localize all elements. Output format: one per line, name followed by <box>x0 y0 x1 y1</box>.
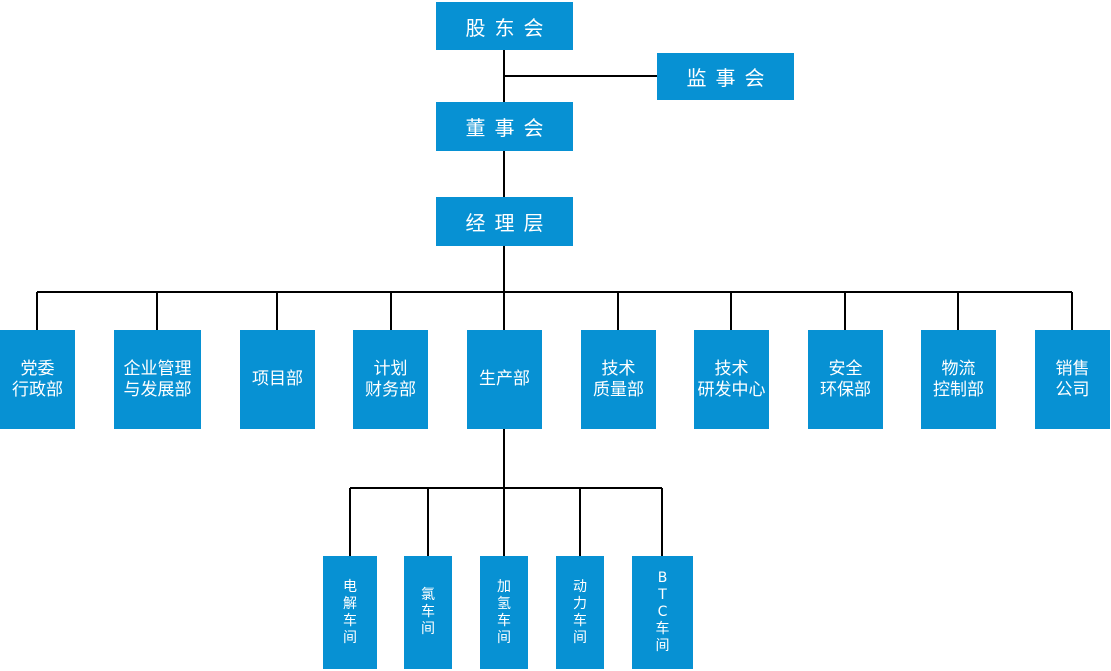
workshop-box: 氯 车 间 <box>404 556 452 669</box>
department-box: 技术 研发中心 <box>694 330 769 429</box>
management-box: 经理层 <box>436 197 573 246</box>
department-box: 计划 财务部 <box>353 330 428 429</box>
department-box: 企业管理 与发展部 <box>114 330 201 429</box>
department-box: 党委 行政部 <box>0 330 75 429</box>
workshop-box: B T C 车 间 <box>632 556 693 669</box>
workshop-box: 加 氢 车 间 <box>480 556 528 669</box>
department-box: 项目部 <box>240 330 315 429</box>
department-box: 物流 控制部 <box>921 330 996 429</box>
department-box: 销售 公司 <box>1035 330 1110 429</box>
board-of-directors-box: 董事会 <box>436 102 573 151</box>
department-box: 生产部 <box>467 330 542 429</box>
workshop-box: 电 解 车 间 <box>323 556 377 669</box>
shareholders-meeting-box: 股东会 <box>436 2 573 50</box>
supervisory-board-box: 监事会 <box>657 53 794 100</box>
department-box: 安全 环保部 <box>808 330 883 429</box>
department-box: 技术 质量部 <box>581 330 656 429</box>
workshop-box: 动 力 车 间 <box>556 556 604 669</box>
